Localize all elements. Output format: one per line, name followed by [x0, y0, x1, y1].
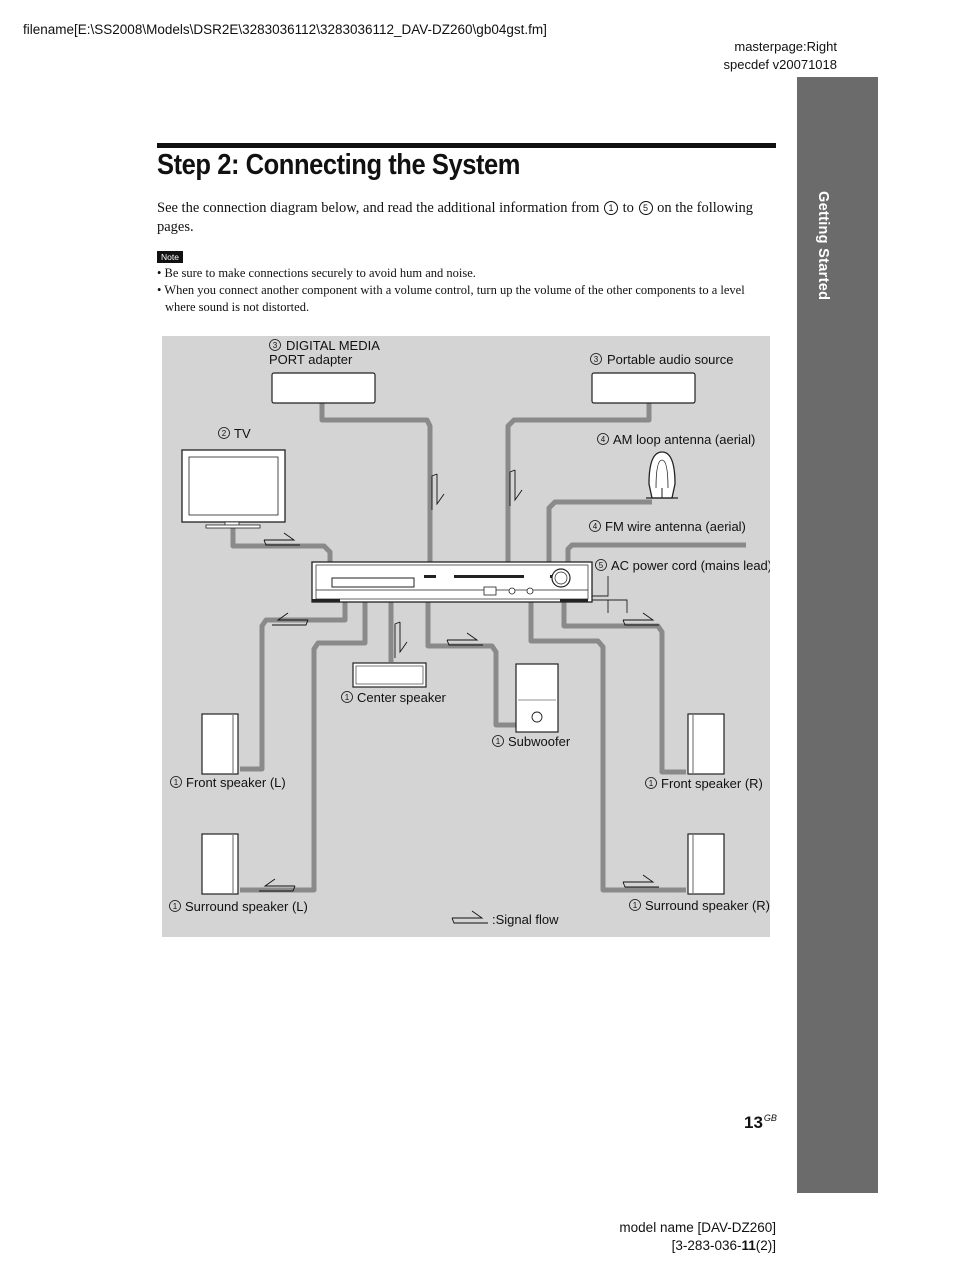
cable-subwoofer	[425, 602, 516, 728]
label-am-antenna: 4 AM loop antenna (aerial)	[597, 432, 755, 447]
model-code-c: (2)]	[755, 1238, 776, 1253]
tv-icon	[181, 449, 286, 529]
model-code-a: [3-283-036-	[671, 1238, 742, 1253]
cable-am	[546, 499, 652, 562]
section-side-tab: Getting Started	[797, 77, 878, 1193]
intro-text-c: on the following pages.	[157, 200, 754, 235]
svg-text:Center speaker: Center speaker	[357, 690, 447, 705]
intro-text-b: to	[622, 200, 634, 216]
svg-text:1: 1	[174, 778, 179, 787]
diagram-labels: 3 DIGITAL MEDIA PORT adapter 3 Portable …	[169, 338, 770, 927]
svg-text:FM wire antenna (aerial): FM wire antenna (aerial)	[605, 519, 746, 534]
svg-text:1: 1	[345, 693, 350, 702]
page-number: 13GB	[744, 1113, 777, 1133]
title-rule	[157, 143, 776, 148]
portable-audio-source	[591, 372, 696, 404]
svg-text:2: 2	[222, 429, 227, 438]
svg-text:Front speaker (L): Front speaker (L)	[186, 775, 286, 790]
svg-text:Surround speaker (L): Surround speaker (L)	[185, 899, 308, 914]
label-front-speaker-r: 1 Front speaker (R)	[645, 776, 763, 791]
filename-header: filename[E:\SS2008\Models\DSR2E\32830361…	[23, 22, 547, 37]
label-subwoofer: 1 Subwoofer	[492, 734, 571, 749]
svg-text:3: 3	[273, 341, 278, 350]
svg-text:DIGITAL MEDIA: DIGITAL MEDIA	[286, 338, 380, 353]
cable-fm	[565, 542, 746, 562]
label-tv: 2 TV	[218, 426, 251, 441]
svg-text:Portable audio source: Portable audio source	[607, 352, 733, 367]
step-number-badge: 5	[638, 201, 653, 215]
cable-tv	[230, 522, 333, 562]
digital-media-port-adapter	[271, 372, 376, 404]
svg-text:AC power cord (mains lead): AC power cord (mains lead)	[611, 558, 770, 573]
svg-text:5: 5	[599, 561, 604, 570]
svg-text:1: 1	[649, 779, 654, 788]
svg-text:1: 1	[496, 737, 501, 746]
cable-portable	[505, 402, 652, 562]
receiver-unit-icon	[311, 561, 593, 603]
label-portable-audio: 3 Portable audio source	[590, 352, 733, 367]
page-number-suffix: GB	[763, 1113, 777, 1123]
cable-surround-r	[528, 602, 686, 893]
label-front-speaker-l: 1 Front speaker (L)	[170, 775, 286, 790]
svg-text:Front speaker (R): Front speaker (R)	[661, 776, 763, 791]
step-number-badge: 1	[604, 201, 618, 215]
section-tab-label: Getting Started	[815, 191, 831, 301]
note-list: • Be sure to make connections securely t…	[157, 265, 776, 316]
model-code: [3-283-036-11(2)]	[619, 1237, 776, 1255]
page-number-value: 13	[744, 1113, 763, 1132]
svg-text:AM loop antenna (aerial): AM loop antenna (aerial)	[613, 432, 755, 447]
svg-text:PORT adapter: PORT adapter	[269, 352, 353, 367]
note-badge: Note	[157, 251, 183, 263]
model-name: model name [DAV-DZ260]	[619, 1220, 776, 1235]
signal-flow-legend-label: :Signal flow	[492, 912, 559, 927]
ac-power-cord	[592, 576, 628, 613]
cable-surround-l	[240, 602, 368, 893]
label-surround-speaker-r: 1 Surround speaker (R)	[629, 898, 770, 913]
note-item: • Be sure to make connections securely t…	[157, 266, 476, 280]
note-item: • When you connect another component wit…	[157, 283, 745, 314]
intro-paragraph: See the connection diagram below, and re…	[157, 199, 776, 237]
note-text: When you connect another component with …	[164, 283, 745, 314]
svg-text:4: 4	[601, 435, 606, 444]
cable-front-l	[240, 602, 348, 772]
svg-text:1: 1	[633, 901, 638, 910]
diagram-background	[162, 336, 770, 937]
svg-text:TV: TV	[234, 426, 251, 441]
subwoofer-icon	[515, 663, 559, 733]
surround-speaker-l-icon	[201, 833, 239, 895]
svg-text:Subwoofer: Subwoofer	[508, 734, 571, 749]
cable-front-r	[561, 602, 686, 775]
intro-text-a: See the connection diagram below, and re…	[157, 200, 600, 216]
front-speaker-l-icon	[201, 713, 239, 775]
masterpage-label: masterpage:Right	[734, 39, 837, 54]
specdef-label: specdef v20071018	[723, 57, 837, 72]
label-center-speaker: 1 Center speaker	[341, 690, 447, 705]
note-text: Be sure to make connections securely to …	[164, 266, 476, 280]
svg-text:1: 1	[173, 902, 178, 911]
cables	[230, 402, 746, 893]
masterpage-info: masterpage:Right specdef v20071018	[724, 38, 837, 74]
am-loop-antenna-icon	[646, 451, 678, 499]
label-surround-speaker-l: 1 Surround speaker (L)	[169, 899, 308, 914]
model-footer: model name [DAV-DZ260] [3-283-036-11(2)]	[619, 1219, 776, 1255]
center-speaker-icon	[352, 662, 427, 688]
label-digital-media: 3 DIGITAL MEDIA PORT adapter	[269, 338, 380, 367]
svg-text:3: 3	[594, 355, 599, 364]
label-fm-antenna: 4 FM wire antenna (aerial)	[589, 519, 746, 534]
svg-text:Surround speaker (R): Surround speaker (R)	[645, 898, 770, 913]
label-ac-cord: 5 AC power cord (mains lead)	[595, 558, 770, 573]
svg-text:4: 4	[593, 522, 598, 531]
page-title: Step 2: Connecting the System	[157, 149, 521, 181]
surround-speaker-r-icon	[687, 833, 725, 895]
connection-diagram: 3 DIGITAL MEDIA PORT adapter 3 Portable …	[162, 336, 770, 937]
cable-digital-media	[319, 402, 433, 562]
model-code-b: 11	[741, 1238, 756, 1253]
front-speaker-r-icon	[687, 713, 725, 775]
